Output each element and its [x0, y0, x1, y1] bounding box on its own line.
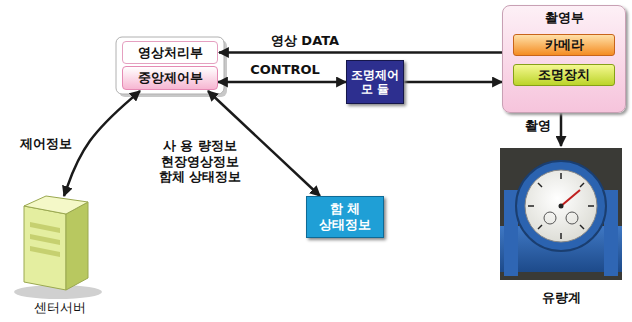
node-text: 중앙제어부: [138, 70, 203, 86]
gauge-bezel: [516, 161, 606, 251]
module-box: 조명제어 모 듈: [346, 60, 404, 104]
control-panel: [116, 37, 224, 94]
unit-box: 촬영부카메라조명장치: [502, 5, 626, 113]
flow-note: 사 용 량정보 현장영상정보 함체 상태정보: [150, 138, 250, 185]
connector: [560, 113, 563, 146]
edge-label: 제어정보: [18, 136, 74, 152]
meter-node: 유량계: [496, 146, 626, 308]
connector: [64, 91, 140, 196]
server-top: [24, 196, 88, 214]
server-slot: [30, 234, 60, 245]
part-box: 조명장치: [513, 64, 615, 86]
process-box: 중앙제어부: [122, 66, 218, 90]
node-text: 영상처리부: [138, 45, 203, 61]
node-text: 센터서버: [34, 300, 86, 316]
server-side: [66, 202, 88, 290]
server-slot: [30, 222, 60, 233]
node-text: 촬영부: [545, 10, 584, 26]
panel-shadow: [119, 40, 227, 97]
server-node: 센터서버: [14, 196, 106, 318]
node-text: 유량계: [542, 290, 581, 306]
edge-label: 촬영: [523, 118, 553, 134]
gauge-dial: [544, 212, 556, 224]
part-box: 카메라: [513, 34, 615, 56]
process-box: 영상처리부: [122, 41, 218, 64]
node-text: 카메라: [545, 37, 584, 53]
meter-photo: [500, 148, 622, 280]
edge-label: 영상 DATA: [269, 33, 341, 49]
status-box: 함 체 상태정보: [306, 196, 384, 238]
gauge-ticks: [528, 173, 594, 239]
node-text: 함 체 상태정보: [315, 201, 375, 232]
server-slot: [30, 246, 60, 257]
server-front: [24, 206, 66, 290]
gauge-face: [525, 170, 597, 242]
node-text: 조명장치: [538, 67, 590, 83]
gauge-needle: [561, 190, 580, 206]
edge-label: CONTROL: [248, 62, 322, 78]
gauge-hub: [559, 204, 564, 209]
gauge-dial: [566, 212, 578, 224]
connector: [219, 51, 502, 54]
connector: [218, 81, 346, 84]
connector: [404, 81, 502, 84]
node-text: 조명제어 모 듈: [350, 68, 400, 97]
